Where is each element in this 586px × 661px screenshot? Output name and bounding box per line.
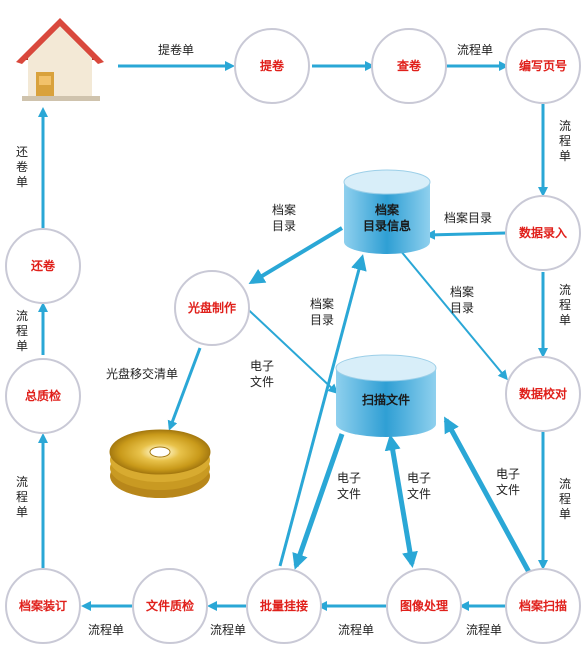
node-dangan-saomiao[interactable]: 档案扫描	[505, 568, 581, 644]
label-liuchengdan-v2: 流程单	[559, 283, 571, 327]
label-liuchengdan-b3: 流程单	[210, 622, 246, 637]
label-dangan-mulu-right: 档案目录	[444, 210, 492, 225]
label-dianzi-wenjian-3: 电子文件	[407, 471, 431, 501]
node-tijuan[interactable]: 提卷	[234, 28, 310, 104]
edge-labels: 提卷单 流程单 档案目录 光盘移交清单 流程单 流程单 流程单 流程单	[88, 42, 502, 637]
process-nodes: 提卷 查卷 编写页号 数据录入 数据校对 档案扫描 图像处理 批量挂接	[5, 28, 581, 644]
label-dianzi-wenjian-4: 电子文件	[496, 467, 520, 497]
node-tuxiang-chuli[interactable]: 图像处理	[386, 568, 462, 644]
node-guangpan-zhizuo-label: 光盘制作	[187, 300, 236, 315]
thick-edges	[229, 226, 533, 576]
label-liuchengdan-v3: 流程单	[559, 477, 571, 521]
label-liuchengdan-b1: 流程单	[466, 622, 502, 637]
optical-disc-stack-icon	[109, 429, 211, 498]
edge-guajie-to-catalog	[278, 254, 367, 567]
label-dianzi-wenjian-1: 电子文件	[250, 359, 274, 389]
node-tuxiang-chuli-label: 图像处理	[400, 598, 448, 613]
node-dangan-zhuangding-label: 档案装订	[19, 598, 67, 613]
label-huanjuan-dan: 还卷单	[16, 145, 28, 189]
label-dangan-mulu-1: 档案目录	[272, 202, 296, 233]
node-piliang-guajie[interactable]: 批量挂接	[246, 568, 322, 644]
label-liuchengdan-v5: 流程单	[16, 309, 28, 353]
label-liuchengdan-v4: 流程单	[16, 475, 28, 519]
node-chajuan[interactable]: 查卷	[371, 28, 447, 104]
edge-catalog-to-guangpan	[248, 226, 344, 285]
edge-catalog-jiaodui-link	[391, 241, 508, 381]
label-dangan-mulu-2: 档案目录	[450, 284, 474, 315]
label-liuchengdan-b2: 流程单	[338, 622, 374, 637]
node-piliang-guajie-label: 批量挂接	[260, 598, 308, 613]
node-shuju-jiaodui[interactable]: 数据校对	[505, 356, 581, 432]
edge-guangpan-to-disc	[167, 347, 202, 431]
node-bianxie-label: 编写页号	[518, 58, 567, 73]
node-shuju-jiaodui-label: 数据校对	[519, 386, 567, 401]
edge-saomiao-to-scan	[443, 416, 533, 576]
node-bianxie[interactable]: 编写页号	[505, 28, 581, 104]
edge-luru-to-catalog	[425, 229, 507, 240]
vertical-labels: 流程单 流程单 流程单 流程单 流程单 还卷单	[16, 119, 571, 521]
label-liuchengdan-v1: 流程单	[559, 119, 571, 163]
node-huanjuan-label: 还卷	[30, 258, 56, 273]
node-tijuan-label: 提卷	[260, 58, 285, 73]
node-guangpan-zhizuo[interactable]: 光盘制作	[174, 270, 250, 346]
node-chajuan-label: 查卷	[396, 58, 422, 73]
archive-house-icon	[16, 18, 104, 101]
database-catalog[interactable]: 档案目录信息	[343, 169, 431, 254]
node-shuju-luru[interactable]: 数据录入	[505, 195, 581, 271]
database-scan-label: 扫描文件	[362, 392, 410, 407]
label-tijuan-dan: 提卷单	[158, 42, 194, 57]
database-catalog-label: 档案目录信息	[363, 202, 411, 233]
database-scan[interactable]: 扫描文件	[335, 354, 437, 437]
edge-guangpan-scan-link	[229, 291, 339, 395]
node-wenjian-zhijian[interactable]: 文件质检	[132, 568, 208, 644]
edge-scan-tuxiang-link	[384, 434, 418, 568]
node-zong-zhijian[interactable]: 总质检	[5, 358, 81, 434]
node-zong-zhijian-label: 总质检	[25, 388, 61, 403]
label-liuchengdan-top: 流程单	[457, 42, 493, 57]
node-shuju-luru-label: 数据录入	[519, 225, 567, 240]
node-wenjian-zhijian-label: 文件质检	[146, 598, 194, 613]
edges	[38, 61, 548, 611]
label-dangan-mulu-3: 档案目录	[310, 296, 334, 327]
label-guangpan-qingdan: 光盘移交清单	[106, 366, 178, 381]
label-liuchengdan-b4: 流程单	[88, 622, 124, 637]
edge-labels-2line: 档案目录 档案目录 档案目录 电子文件 电子文件 电子文件 电子文件	[250, 202, 520, 501]
edge-scan-to-guajie	[292, 433, 345, 570]
label-dianzi-wenjian-2: 电子文件	[337, 471, 361, 501]
node-huanjuan[interactable]: 还卷	[5, 228, 81, 304]
node-dangan-zhuangding[interactable]: 档案装订	[5, 568, 81, 644]
node-dangan-saomiao-label: 档案扫描	[519, 598, 567, 613]
